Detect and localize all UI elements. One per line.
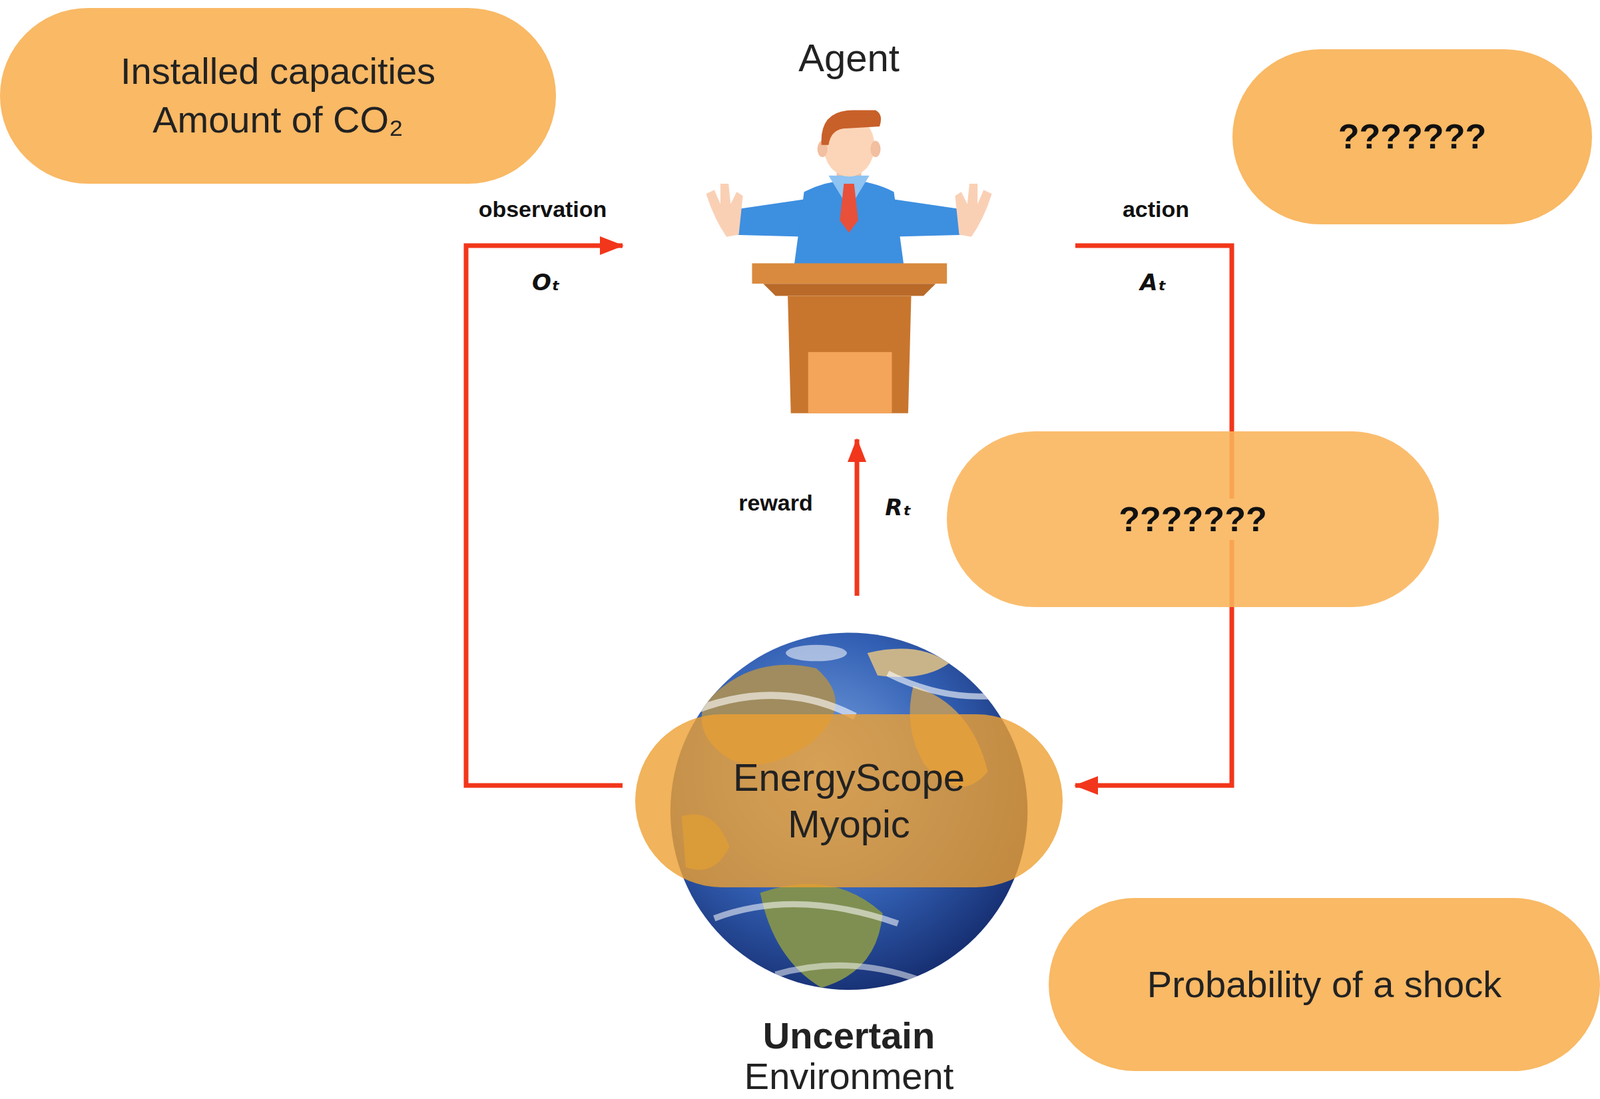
node-text: ??????? — [1111, 498, 1274, 540]
environment-globe: UncertainEnvironment EnergyScope Myopic — [622, 595, 1076, 1098]
agent-figure — [954, 183, 992, 238]
node-text: ??????? — [1338, 115, 1487, 158]
node-text: Probability of a shock — [1147, 962, 1502, 1007]
agent-figure — [706, 183, 744, 238]
unknown-callout: ??????? — [946, 431, 1439, 608]
input-callout: Installed capacities Amount of CO₂ — [0, 7, 556, 184]
loop-arrow — [466, 245, 623, 786]
node-text: EnergyScope Myopic — [695, 754, 1003, 847]
globe-land — [785, 645, 847, 662]
unknown-callout: ??????? — [1232, 49, 1593, 225]
node-text: Installed capacities Amount of CO₂ — [65, 47, 492, 145]
node-text: Uncertain — [763, 1015, 935, 1057]
signal-symbol: Rₜ — [884, 494, 911, 521]
globe-land — [685, 695, 855, 717]
agent-figure — [751, 263, 947, 285]
agent-figure — [787, 296, 911, 414]
globe-land — [714, 904, 899, 924]
agent-figure-node: Agent — [622, 26, 1076, 440]
agent-figure — [821, 110, 882, 146]
agent-figure — [870, 141, 881, 158]
edge-label: action — [1119, 196, 1192, 223]
edge-label: observation — [476, 196, 610, 223]
agent-figure — [839, 183, 859, 234]
agent-figure — [808, 352, 893, 414]
uncertainty-callout: Probability of a shock — [1048, 898, 1600, 1072]
globe-land — [887, 673, 1011, 697]
edge-label: reward — [735, 490, 816, 517]
signal-symbol: Aₜ — [1139, 268, 1167, 296]
node-text: Agent — [798, 34, 900, 82]
agent-figure — [793, 180, 905, 267]
signal-symbol: Oₜ — [532, 268, 560, 296]
globe-land — [775, 965, 919, 980]
globe-land — [867, 649, 950, 678]
agent-figure — [763, 283, 936, 296]
loop-arrow — [854, 439, 860, 596]
agent-figure — [706, 110, 993, 414]
node-text: Environment — [744, 1056, 954, 1098]
model-callout: EnergyScope Myopic — [635, 714, 1063, 888]
